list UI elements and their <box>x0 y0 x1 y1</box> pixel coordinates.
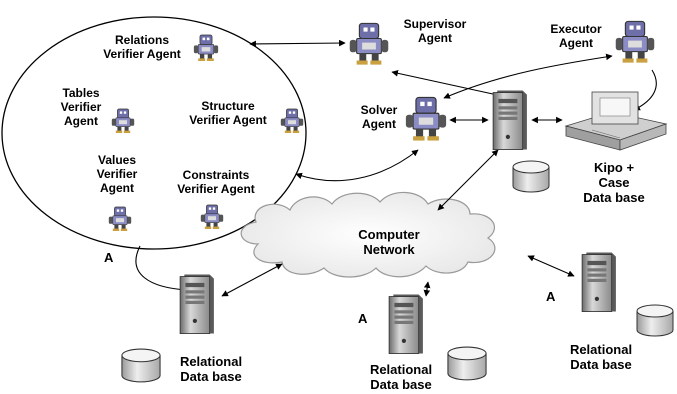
values-agent-label: Values Verifier Agent <box>96 153 138 195</box>
arrow-supervisor-server <box>391 70 503 98</box>
constraints-agent-icon <box>200 204 224 230</box>
arrow-server-network <box>437 149 499 211</box>
relational-db-label-3: Relational Data base <box>569 342 633 372</box>
values-agent-icon <box>108 206 132 232</box>
executor-agent-icon <box>615 20 655 64</box>
solver-agent-label: Solver Agent <box>360 103 398 131</box>
db1-cylinder-icon <box>121 348 161 383</box>
main-db-cylinder-icon <box>512 160 550 193</box>
db2-cylinder-icon <box>447 346 487 381</box>
arrow-relations-supervisor <box>249 39 346 48</box>
arrow-network-db3 <box>527 255 575 277</box>
kipo-database-label: Kipo + Case Data base <box>583 160 645 205</box>
structure-agent-icon <box>280 108 304 134</box>
arrow-executor-solver <box>443 53 613 99</box>
arrow-ellipse-solver <box>295 149 419 182</box>
relational-db-label-1: Relational Data base <box>179 354 243 384</box>
arrow-executor-kipo <box>633 69 657 111</box>
marker-a-2: A <box>358 311 368 326</box>
db1-server-icon <box>179 273 215 335</box>
solver-agent-icon <box>405 96 447 142</box>
printer-terminal-icon <box>564 91 668 151</box>
db3-server-icon <box>581 251 617 313</box>
relations-agent-label: Relations Verifier Agent <box>103 33 181 61</box>
constraints-agent-label: Constraints Verifier Agent <box>177 168 255 196</box>
network-label: Computer Network <box>358 227 420 257</box>
cloud-icon <box>240 191 496 278</box>
supervisor-agent-icon <box>349 22 389 66</box>
main-server-icon <box>492 89 528 151</box>
arrow-network-db1 <box>221 263 283 297</box>
tables-agent-label: Tables Verifier Agent <box>60 86 102 128</box>
executor-agent-label: Executor Agent <box>550 22 602 50</box>
structure-agent-label: Structure Verifier Agent <box>189 99 267 127</box>
arrow-network-db2 <box>423 281 431 297</box>
relational-db-label-2: Relational Data base <box>369 362 433 392</box>
marker-a-1: A <box>104 250 114 265</box>
db3-cylinder-icon <box>636 304 674 337</box>
supervisor-agent-label: Supervisor Agent <box>403 17 467 45</box>
tables-agent-icon <box>111 108 135 134</box>
verifier-agents-ellipse <box>1 16 307 250</box>
db2-server-icon <box>388 293 424 355</box>
arrow-ellipse-db1 <box>135 245 189 293</box>
marker-a-3: A <box>546 289 556 304</box>
